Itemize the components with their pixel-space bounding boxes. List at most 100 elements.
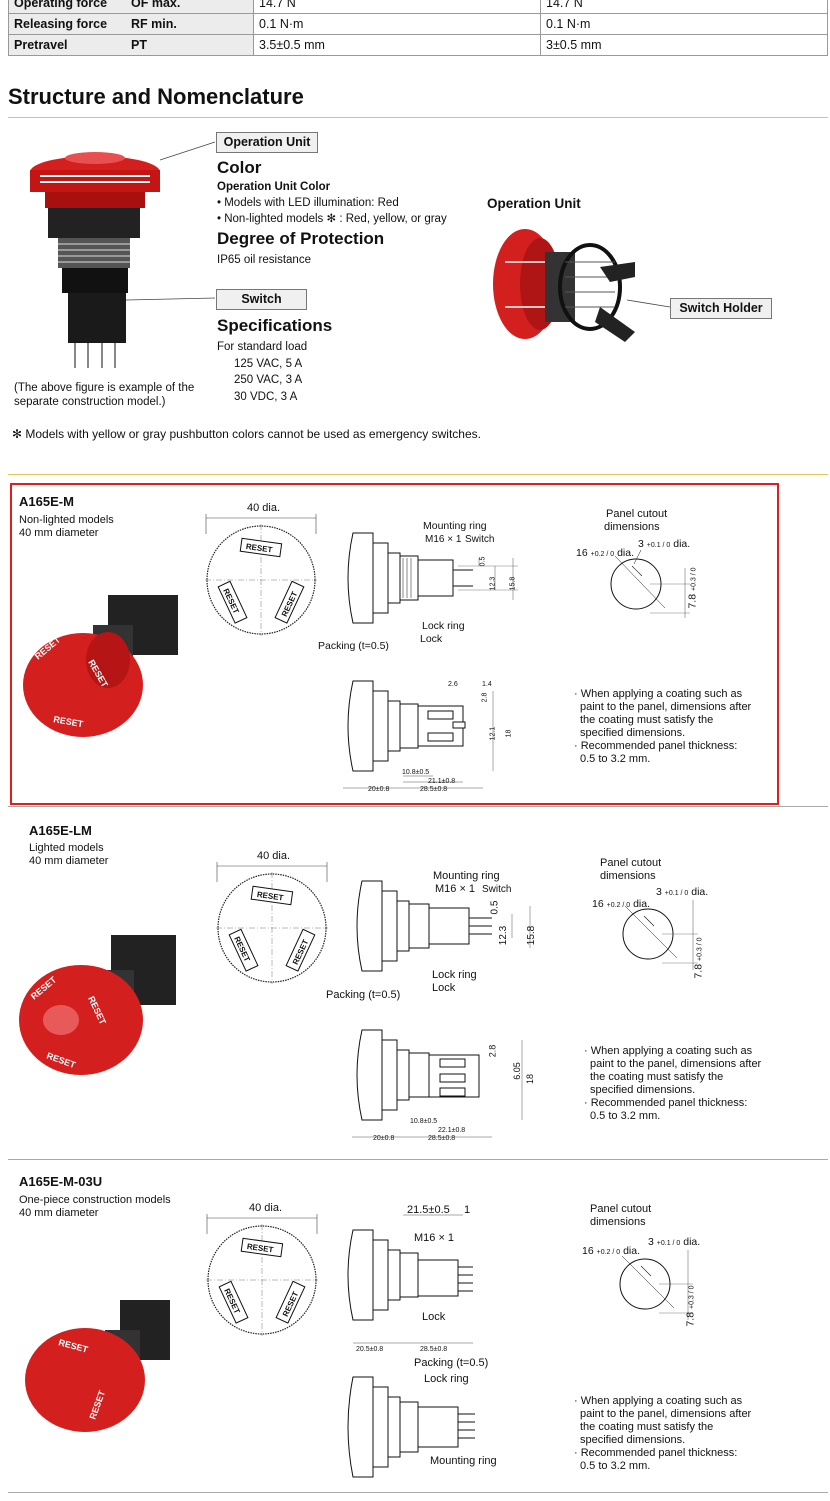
- dim-value: 2.8: [487, 1044, 498, 1058]
- dim-value: 28.5±0.8: [428, 1135, 456, 1142]
- mounting-ring-label: Mounting ring: [430, 1455, 497, 1467]
- lock-ring-label: Lock ring: [432, 969, 477, 981]
- dim-value: 6.05: [511, 1062, 522, 1080]
- lock-label: Lock: [432, 982, 456, 994]
- cutout-16-dia: dia.: [617, 547, 635, 559]
- cutout-3-label: 3 +0.1 / 0 dia.: [648, 1236, 700, 1248]
- section-divider: [8, 117, 828, 118]
- side-view-diagram: [347, 532, 518, 624]
- model-desc: Lighted models: [29, 842, 104, 854]
- dim-value: 28.5±0.8: [420, 786, 448, 793]
- panel-cutout-label: Panel cutout: [606, 508, 668, 520]
- dia-label: 40 dia.: [249, 1202, 283, 1214]
- model-desc: 40 mm diameter: [19, 527, 99, 539]
- panel-cutout-label: Panel cutout: [600, 857, 662, 869]
- switch-structure-illustration: [30, 141, 216, 368]
- row-symbol: OF max.: [126, 0, 254, 14]
- dim-value: 10.8±0.5: [402, 769, 430, 776]
- cutout-78-tolerance: +0.3 / 0: [688, 1285, 696, 1310]
- row-name: Operating force: [8, 0, 126, 14]
- note-text: · Recommended panel thickness: 0.5 to 3.…: [574, 1447, 738, 1472]
- panel-cutout-label: dimensions: [600, 870, 656, 882]
- cutout-3-tolerance: +0.1 / 0: [646, 542, 671, 549]
- dim-value: 1.4: [482, 681, 492, 688]
- dim-value: 0.5: [489, 900, 501, 915]
- cutout-16-value: 16: [592, 898, 604, 910]
- cutout-16-dia: dia.: [623, 1245, 641, 1257]
- panel-cutout-diagram: [619, 1250, 693, 1320]
- side-view-terminal-diagram: [347, 1376, 475, 1478]
- color-item: • Models with LED illumination: Red: [217, 197, 399, 209]
- table-row: Releasing force RF min. 0.1 N·m 0.1 N·m: [8, 13, 828, 35]
- cutout-3-label: 3 +0.1 / 0 dia.: [656, 886, 708, 898]
- front-view-diagram: RESET RESET RESET: [216, 862, 328, 984]
- figure-caption: separate construction model.): [14, 396, 166, 408]
- row-value: 0.1 N·m: [253, 13, 541, 35]
- cutout-16-tolerance: +0.2 / 0: [596, 1249, 621, 1256]
- cutout-16-value: 16: [582, 1245, 594, 1257]
- side-view-diagram: [347, 1214, 473, 1344]
- note-text: · When applying a coating such as paint …: [574, 1395, 752, 1446]
- dim-value: 12.3: [498, 925, 510, 946]
- model-desc: Non-lighted models: [19, 514, 114, 526]
- spec-line: 30 VDC, 3 A: [234, 391, 298, 403]
- cutout-16-value: 16: [576, 547, 588, 559]
- product-photo-a165e-m: RESET RESET RESET: [23, 595, 178, 737]
- row-value: 3±0.5 mm: [540, 34, 828, 56]
- dim-value: 21.1±0.8: [428, 778, 456, 785]
- dim-value: 15.8: [509, 576, 517, 591]
- m16-label: M16 × 1: [435, 883, 476, 895]
- row-name: Pretravel: [8, 34, 126, 56]
- panel-cutout-label: dimensions: [604, 521, 660, 533]
- row-symbol: PT: [126, 34, 254, 56]
- panel-cutout-diagram: [622, 900, 698, 970]
- cutout-78-value: 7.8: [684, 1311, 697, 1327]
- spec-line: For standard load: [217, 341, 308, 353]
- cutout-3-value: 3: [638, 538, 644, 550]
- model-desc: 40 mm diameter: [19, 1207, 99, 1219]
- dim-value: 12.1: [489, 726, 497, 741]
- protection-text: IP65 oil resistance: [217, 254, 311, 266]
- lock-label: Lock: [422, 1311, 446, 1323]
- switch-part-label: Switch: [482, 884, 512, 895]
- figure-caption: (The above figure is example of the: [14, 382, 195, 394]
- panel-cutout-label: Panel cutout: [590, 1203, 652, 1215]
- row-name: Releasing force: [8, 13, 126, 35]
- packing-label: Packing (t=0.5): [326, 989, 401, 1001]
- product-photo-a165e-lm: RESET RESET RESET: [19, 935, 176, 1075]
- section-divider: [8, 1159, 828, 1160]
- section-divider: [8, 474, 828, 475]
- dim-value: 21.5±0.5: [407, 1204, 450, 1216]
- dim-value: 0.5: [479, 556, 487, 567]
- dia-label: 40 dia.: [257, 850, 291, 862]
- cutout-78-label: 7.8 +0.3 / 0: [687, 567, 699, 608]
- m16-label: M16 × 1: [414, 1232, 455, 1244]
- operation-unit-heading: Operation Unit: [487, 196, 581, 211]
- cutout-16-label: 16 +0.2 / 0 dia.: [582, 1245, 640, 1257]
- switch-holder-label: Switch Holder: [670, 298, 772, 319]
- cutout-78-tolerance: +0.3 / 0: [690, 567, 698, 592]
- reset-text: RESET: [246, 1242, 274, 1255]
- lock-label: Lock: [420, 633, 443, 645]
- dim-value: 20±0.8: [373, 1135, 395, 1142]
- model-desc: One-piece construction models: [19, 1194, 171, 1206]
- product-photo-a165e-m-03u: RESET RESET RESET: [25, 1300, 170, 1440]
- operation-unit-illustration: [493, 229, 671, 342]
- cutout-78-label: 7.8 +0.3 / 0: [693, 937, 705, 978]
- dim-value: 1: [464, 1204, 471, 1216]
- side-view-diagram: [356, 880, 531, 972]
- reset-text: RESET: [256, 890, 284, 903]
- cutout-16-tolerance: +0.2 / 0: [590, 551, 615, 558]
- switch-part-label: Switch: [465, 534, 495, 545]
- dim-value: 10.8±0.5: [410, 1118, 438, 1125]
- color-heading: Color: [217, 158, 262, 177]
- operation-unit-label: Operation Unit: [216, 132, 318, 153]
- row-value: 14.7 N: [253, 0, 541, 14]
- dim-value: 2.6: [448, 681, 458, 688]
- cutout-3-dia: dia.: [691, 886, 709, 898]
- coating-notes: · When applying a coating such as paint …: [574, 688, 754, 766]
- dia-label: 40 dia.: [247, 502, 281, 514]
- dim-value: 15.8: [526, 925, 538, 946]
- row-value: 3.5±0.5 mm: [253, 34, 541, 56]
- dim-value: 2.8: [481, 692, 489, 703]
